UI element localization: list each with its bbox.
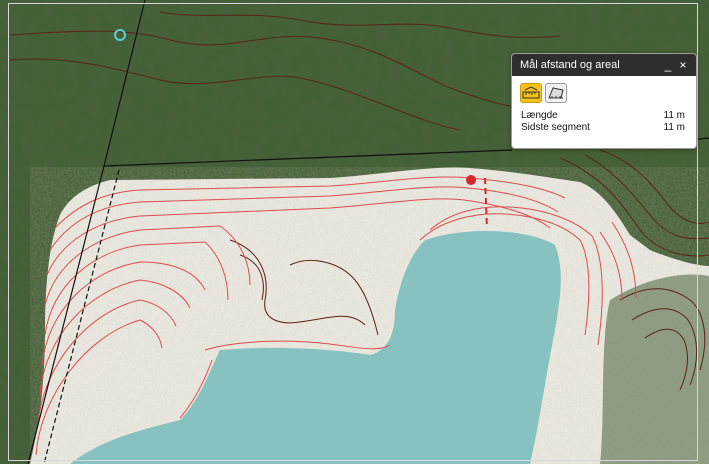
measure-tool-row <box>512 76 696 107</box>
map-marker[interactable] <box>114 29 126 41</box>
contour-lines-dark <box>9 11 709 391</box>
area-tool-button[interactable] <box>545 83 567 103</box>
contour-lines-red <box>35 176 637 456</box>
result-value: 11 m <box>663 122 686 133</box>
result-label: Sidste segment <box>521 122 590 133</box>
result-value: 11 m <box>663 110 686 121</box>
measure-panel: Mål afstand og areal _ × Læ <box>511 53 697 149</box>
measure-start-point[interactable] <box>466 175 476 185</box>
result-label: Længde <box>521 110 558 121</box>
distance-tool-icon <box>522 86 540 99</box>
measure-panel-header[interactable]: Mål afstand og areal _ × <box>512 54 696 76</box>
minimize-button[interactable]: _ <box>664 58 672 72</box>
result-row-last-segment: Sidste segment 11 m <box>512 122 696 134</box>
quarry-lake <box>70 230 561 464</box>
area-tool-icon <box>548 87 564 99</box>
boundary-lines <box>27 0 709 464</box>
result-row-length: Længde 11 m <box>512 110 696 122</box>
vegetated-hill <box>600 274 709 464</box>
distance-tool-button[interactable] <box>520 83 542 103</box>
close-button[interactable]: × <box>679 58 687 72</box>
measure-panel-title: Mål afstand og areal <box>520 59 620 71</box>
measure-line[interactable] <box>484 177 488 229</box>
